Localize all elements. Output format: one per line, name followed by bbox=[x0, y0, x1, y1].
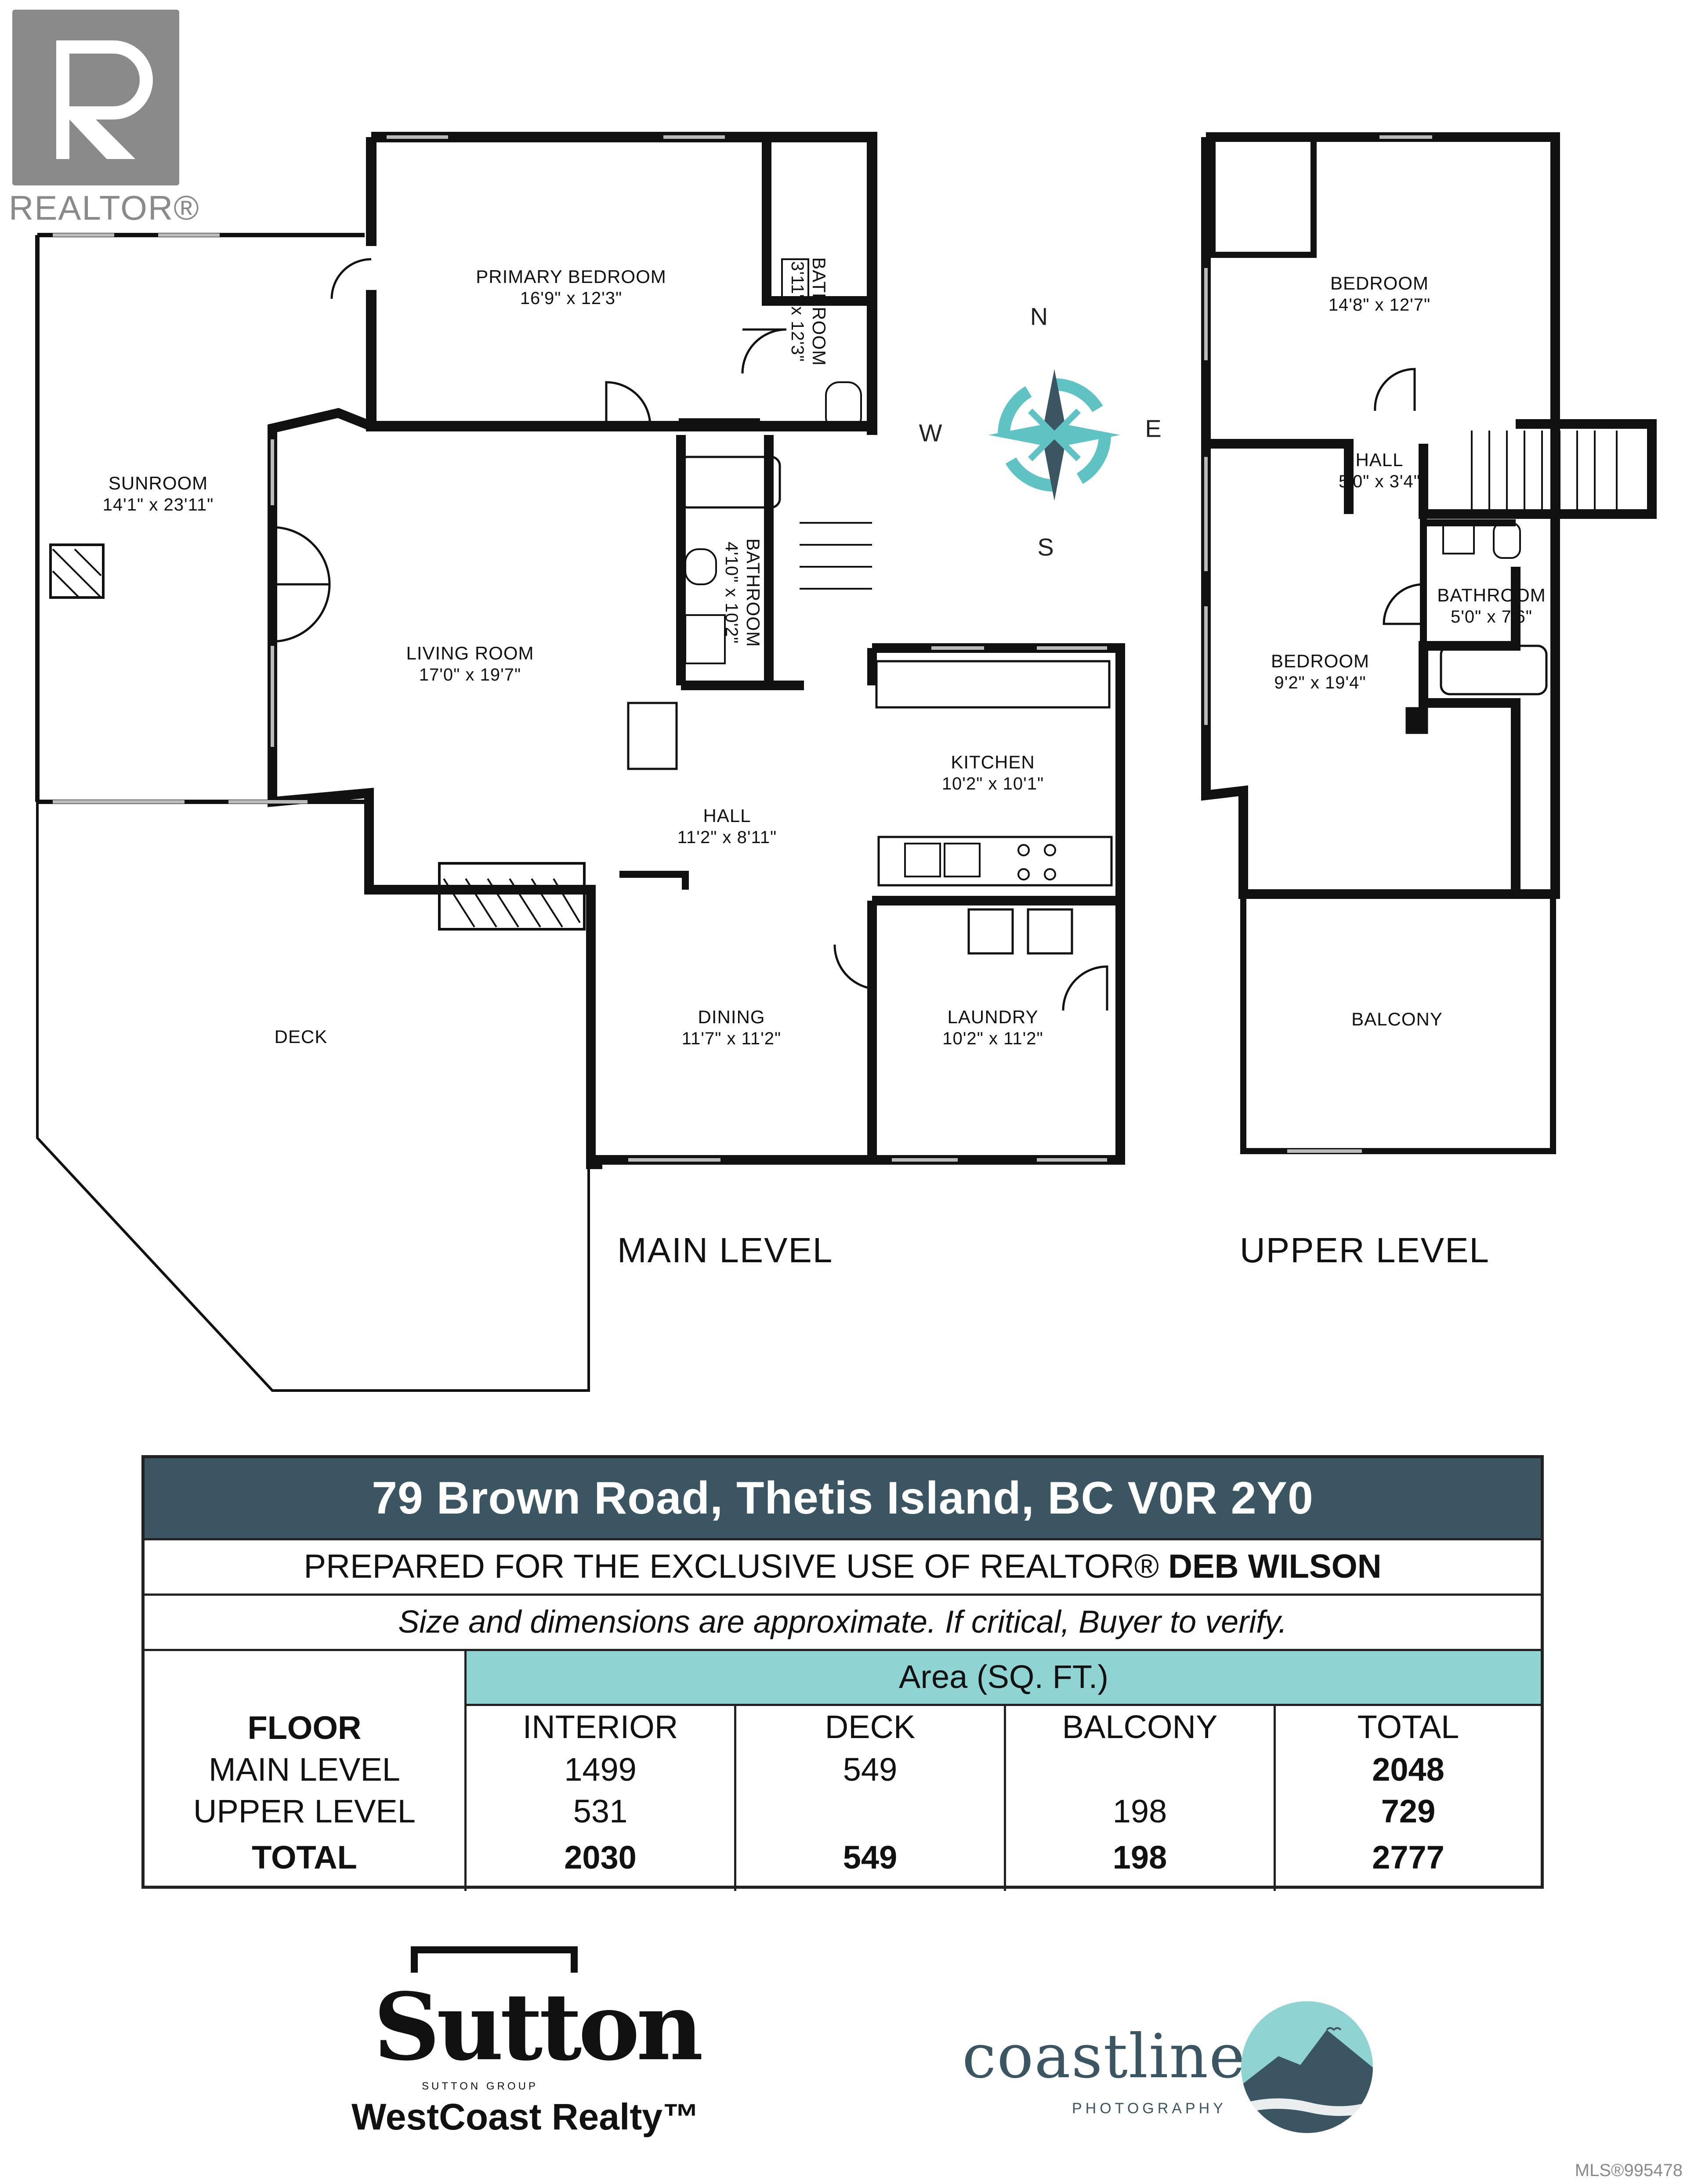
table-row-label: TOTAL bbox=[252, 1839, 357, 1876]
table-cell: 198 bbox=[1112, 1793, 1167, 1829]
room-bathroom-2: BATHROOM 4'10" x 10'2" bbox=[721, 538, 764, 647]
main-level-title: MAIN LEVEL bbox=[617, 1231, 833, 1270]
room-primary-bedroom: PRIMARY BEDROOM 16'9" x 12'3" bbox=[476, 266, 666, 308]
compass-west-label: W bbox=[919, 419, 942, 447]
table-cell-total: 2048 bbox=[1372, 1751, 1444, 1788]
room-balcony: BALCONY bbox=[1351, 1009, 1443, 1029]
sutton-realty-text: WestCoast Realty™ bbox=[351, 2096, 700, 2137]
table-cell bbox=[736, 1792, 1004, 1831]
room-deck: DECK bbox=[274, 1026, 328, 1047]
sutton-group-text: SUTTON GROUP bbox=[422, 2080, 538, 2092]
room-laundry: LAUNDRY 10'2" x 11'2" bbox=[942, 1007, 1043, 1049]
table-cell bbox=[1006, 1750, 1274, 1789]
coastline-sub: PHOTOGRAPHY bbox=[1072, 2100, 1227, 2117]
room-upper-bathroom: BATHROOM 5'0" x 7'6" bbox=[1437, 585, 1546, 627]
table-cell-total: 729 bbox=[1381, 1793, 1436, 1829]
property-address: 79 Brown Road, Thetis Island, BC V0R 2Y0 bbox=[145, 1458, 1541, 1538]
sutton-brand: Sutton bbox=[369, 1973, 705, 2081]
room-bathroom-1: BATHROOM 3'11" x 12'3" bbox=[787, 257, 830, 366]
grid-line bbox=[1004, 1704, 1006, 1891]
table-row-label: UPPER LEVEL bbox=[193, 1793, 416, 1829]
column-header-interior: INTERIOR bbox=[522, 1709, 678, 1745]
room-upper-bedroom-2: BEDROOM 9'2" x 19'4" bbox=[1271, 651, 1370, 693]
compass-icon bbox=[988, 369, 1120, 501]
column-header-floor: FLOOR bbox=[247, 1710, 362, 1746]
upper-level-title: UPPER LEVEL bbox=[1240, 1231, 1490, 1270]
grid-line bbox=[734, 1704, 736, 1891]
column-header-balcony: BALCONY bbox=[1062, 1709, 1218, 1745]
realtor-wordmark: REALTOR® bbox=[9, 188, 200, 227]
room-upper-hall: HALL 5'0" x 3'4" bbox=[1339, 449, 1420, 492]
floor-plan-walls bbox=[35, 132, 1657, 1392]
table-row-label: MAIN LEVEL bbox=[209, 1751, 400, 1788]
grid-line bbox=[464, 1651, 467, 1891]
column-header-total: TOTAL bbox=[1357, 1709, 1459, 1745]
room-sunroom: SUNROOM 14'1" x 23'11" bbox=[102, 473, 214, 515]
table-cell: 2030 bbox=[564, 1839, 637, 1876]
coastline-name: coastline bbox=[962, 2021, 1246, 2092]
area-header: Area (SQ. FT.) bbox=[464, 1651, 1541, 1704]
room-dining: DINING 11'7" x 11'2" bbox=[681, 1007, 782, 1049]
mls-number: MLS®995478 bbox=[1575, 2161, 1683, 2180]
table-cell: 1499 bbox=[564, 1751, 637, 1788]
area-table: 79 Brown Road, Thetis Island, BC V0R 2Y0… bbox=[141, 1455, 1544, 1891]
prepared-prefix: PREPARED FOR THE EXCLUSIVE USE OF REALTO… bbox=[304, 1548, 1159, 1585]
room-living-room: LIVING ROOM 17'0" x 19'7" bbox=[406, 643, 534, 685]
area-grid: Area (SQ. FT.) FLOOR INTERIOR DECK BALCO… bbox=[145, 1649, 1541, 1891]
table-cell: 531 bbox=[573, 1793, 628, 1829]
table-cell: 549 bbox=[843, 1751, 898, 1788]
realtor-logo: REALTOR® bbox=[0, 0, 206, 228]
compass-south-label: S bbox=[1037, 533, 1054, 561]
realtor-r-icon bbox=[12, 10, 179, 185]
room-hall: HALL 11'2" x 8'11" bbox=[677, 805, 777, 848]
coastline-logo: coastline PHOTOGRAPHY bbox=[962, 2001, 1401, 2144]
coastline-mountain-icon bbox=[1241, 2001, 1373, 2133]
disclaimer: Size and dimensions are approximate. If … bbox=[145, 1594, 1541, 1649]
compass-east-label: E bbox=[1145, 414, 1162, 442]
grid-line bbox=[1274, 1704, 1276, 1891]
table-cell: 198 bbox=[1112, 1839, 1167, 1876]
table-cell-total: 2777 bbox=[1372, 1839, 1444, 1876]
room-upper-bedroom-1: BEDROOM 14'8" x 12'7" bbox=[1328, 273, 1431, 315]
table-cell: 549 bbox=[843, 1839, 898, 1876]
sutton-logo: Sutton SUTTON GROUP WestCoast Realty™ bbox=[334, 1946, 705, 2148]
column-header-deck: DECK bbox=[825, 1709, 916, 1745]
room-kitchen: KITCHEN 10'2" x 10'1" bbox=[941, 752, 1044, 794]
floor-plan: N S E W PRIMARY BEDROOM 16'9" x 12'3" BA… bbox=[35, 132, 1657, 1392]
prepared-for-line: PREPARED FOR THE EXCLUSIVE USE OF REALTO… bbox=[145, 1538, 1541, 1594]
prepared-name: DEB WILSON bbox=[1168, 1548, 1382, 1585]
grid-line bbox=[464, 1704, 1541, 1706]
compass-north-label: N bbox=[1030, 302, 1048, 330]
